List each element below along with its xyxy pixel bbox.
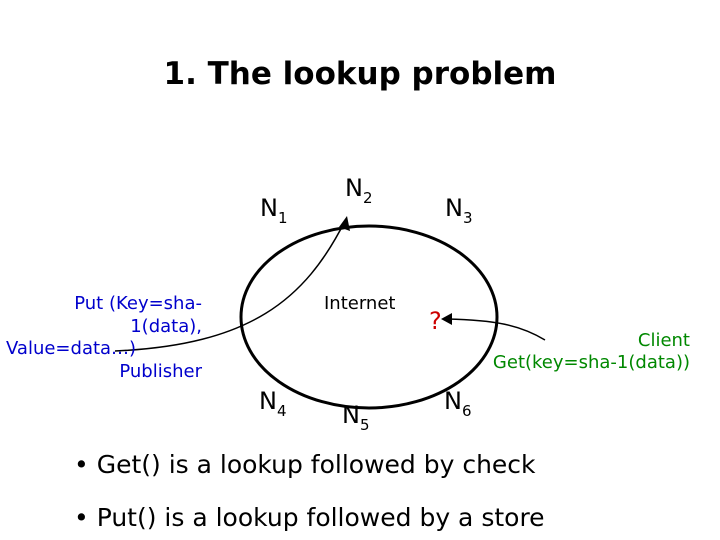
publisher-label: Put (Key=sha-1(data), Value=data…) Publi… [6,293,202,383]
internet-ring [239,224,499,410]
internet-label: Internet [324,293,396,314]
publisher-arrow [114,220,346,352]
client-get-line: Get(key=sha-1(data)) [492,351,690,373]
client-name: Client [637,330,690,351]
client-arrow [446,318,546,341]
node-n6: N6 [444,387,472,420]
node-n2: N2 [345,174,373,207]
publisher-name: Publisher [119,360,202,382]
node-n3: N3 [445,194,473,227]
slide-title: 1. The lookup problem [163,56,557,92]
publisher-put-line: Put (Key=sha-1(data), [74,293,202,337]
node-n4: N4 [259,387,287,420]
node-n1: N1 [260,194,288,227]
client-label: Client Get(key=sha-1(data)) [490,330,690,373]
bullet-put: • Put() is a lookup followed by a store [74,503,545,532]
bullet-get: • Get() is a lookup followed by check [74,450,536,479]
node-n5: N5 [342,401,370,434]
query-mark: ? [429,307,442,335]
publisher-value-line: Value=data…) [6,338,137,359]
client-arrowhead [441,313,452,325]
publisher-arrowhead [339,216,350,231]
